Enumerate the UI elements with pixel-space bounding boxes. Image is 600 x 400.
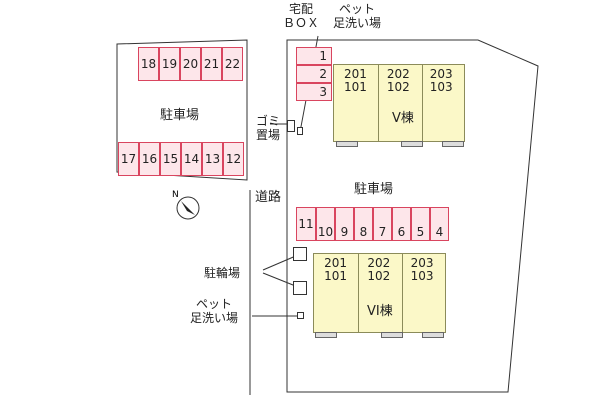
parking-slot: 19 [159,47,180,81]
unit-divider [422,65,423,141]
parking-slot: 18 [138,47,159,81]
parking-slot: 6 [392,207,411,241]
garbage-box [287,120,295,132]
building-v-step [336,141,358,147]
svg-text:N: N [172,190,179,200]
building-vi-step [315,332,337,338]
parking-slot: 10 [316,207,335,241]
pet-wash-box-bottom [297,312,304,319]
unit-divider [378,65,379,141]
bicycle-parking-label: 駐輪場 [204,266,241,280]
parking-slot: 8 [354,207,373,241]
pet-wash-box-top [297,127,303,135]
building-vi-step [422,332,444,338]
unit-divider [402,254,403,332]
road-label: 道路 [255,190,282,205]
parking-slot: 13 [202,142,223,176]
parking-slot: 2 [296,65,332,83]
parking-slot: 20 [180,47,201,81]
parking-slot: 4 [430,207,449,241]
parking-slot: 14 [181,142,202,176]
pet-wash-top-label: ペット 足洗い場 [333,2,382,30]
delivery-box-label: 宅配 ＢＯＸ [283,2,320,30]
parking-slot: 16 [139,142,160,176]
parking-slot: 5 [411,207,430,241]
garbage-label: ゴミ 置場 [256,114,281,142]
parking-slot: 12 [223,142,244,176]
parking-slot: 22 [222,47,243,81]
unit-divider [358,254,359,332]
building-v-label: V棟 [392,111,414,126]
building-vi-step [381,332,403,338]
parking-slot: 7 [373,207,392,241]
parking-slot: 15 [160,142,181,176]
parking-slot: 21 [201,47,222,81]
bicycle-shelter [293,281,307,295]
bicycle-shelter [293,247,307,261]
parking-slot: 1 [296,47,332,65]
building-v-step [442,141,464,147]
parking-slot: 3 [296,83,332,101]
parking-slot: 11 [296,207,316,241]
building-v-step [401,141,423,147]
parking-label-left: 駐車場 [160,108,200,123]
north-compass-icon: N [168,186,208,222]
parking-slot: 17 [118,142,139,176]
parking-label-right: 駐車場 [354,182,394,197]
parking-slot: 9 [335,207,354,241]
pet-wash-bottom-label: ペット 足洗い場 [190,297,239,325]
building-vi-label: VI棟 [367,304,393,319]
